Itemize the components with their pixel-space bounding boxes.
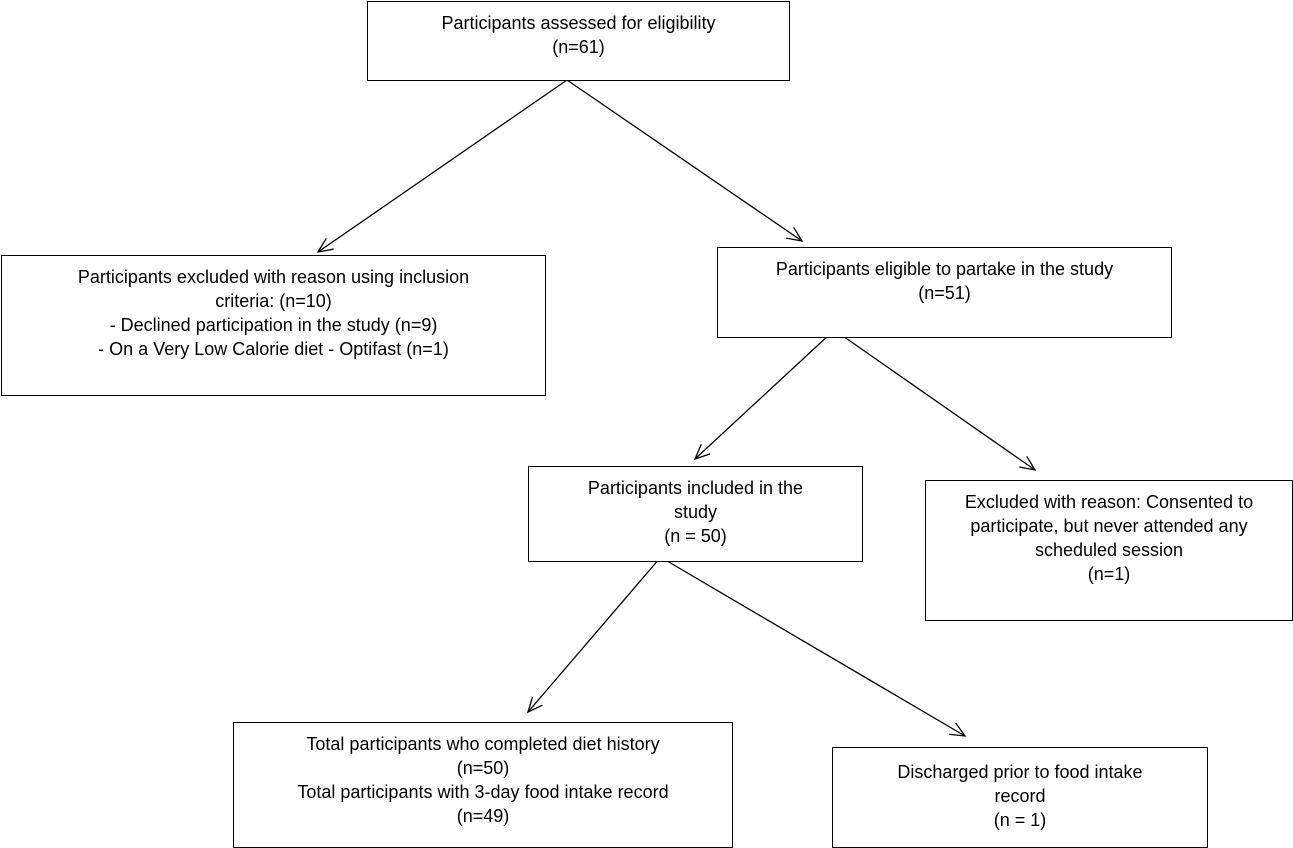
arrowhead — [949, 722, 967, 737]
node-text-line: record — [994, 786, 1046, 806]
node-text-line: Participants eligible to partake in the … — [775, 259, 1114, 279]
arrowhead — [693, 444, 711, 461]
node-text-line: Participants excluded with reason using … — [77, 267, 470, 287]
node-included: Participants included in the study (n = … — [528, 466, 863, 562]
node-text-line: criteria: (n=10) — [215, 291, 332, 311]
node-text-line: Discharged prior to food intake — [897, 762, 1143, 782]
arrow-shaft — [694, 333, 831, 460]
node-text-line: - Declined participation in the study (n… — [109, 315, 438, 335]
node-count: (n=61) — [552, 37, 605, 57]
node-count: (n=49) — [456, 806, 510, 826]
arrow-assessed-to-eligible — [566, 79, 804, 242]
arrow-included-to-discharged — [661, 557, 967, 737]
arrow-eligible-to-excluded_no_show — [839, 333, 1037, 471]
arrow-included-to-completed — [526, 557, 661, 714]
arrow-shaft — [317, 79, 568, 253]
node-text-line: participate, but never attended any — [970, 516, 1248, 536]
arrow-assessed-to-excluded_inclusion — [316, 79, 568, 253]
node-discharged: Discharged prior to food intake record (… — [832, 747, 1208, 848]
arrowhead — [316, 237, 334, 253]
arrow-shaft — [527, 557, 661, 713]
node-text-line: Total participants with 3-day food intak… — [297, 782, 669, 802]
node-excluded-inclusion-criteria: Participants excluded with reason using … — [1, 255, 546, 396]
node-count: (n=50) — [456, 758, 510, 778]
node-text-line: Participants assessed for eligibility — [441, 13, 716, 33]
node-excluded-no-show: Excluded with reason: Consented to parti… — [925, 480, 1293, 621]
node-text-line: Excluded with reason: Consented to — [964, 492, 1254, 512]
arrow-shaft — [566, 79, 803, 242]
arrowhead — [1019, 455, 1037, 471]
node-text-line: scheduled session — [1034, 540, 1184, 560]
arrow-shaft — [661, 557, 966, 737]
node-completed: Total participants who completed diet hi… — [233, 722, 733, 848]
node-text-line: Total participants who completed diet hi… — [306, 734, 660, 754]
node-text-line: Participants included in the — [587, 478, 804, 498]
node-eligible: Participants eligible to partake in the … — [717, 247, 1172, 338]
node-assessed-for-eligibility: Participants assessed for eligibility (n… — [367, 1, 790, 81]
node-text-line: study — [673, 502, 718, 522]
node-count: (n=51) — [918, 283, 971, 303]
node-count: (n=1) — [1087, 564, 1131, 584]
arrow-eligible-to-included — [693, 333, 831, 461]
node-text-line: - On a Very Low Calorie diet - Optifast … — [98, 339, 449, 359]
arrowhead — [786, 227, 804, 242]
node-count: (n = 1) — [993, 810, 1047, 830]
arrow-shaft — [839, 333, 1036, 471]
node-count: (n = 50) — [664, 526, 727, 546]
arrowhead — [526, 696, 543, 714]
